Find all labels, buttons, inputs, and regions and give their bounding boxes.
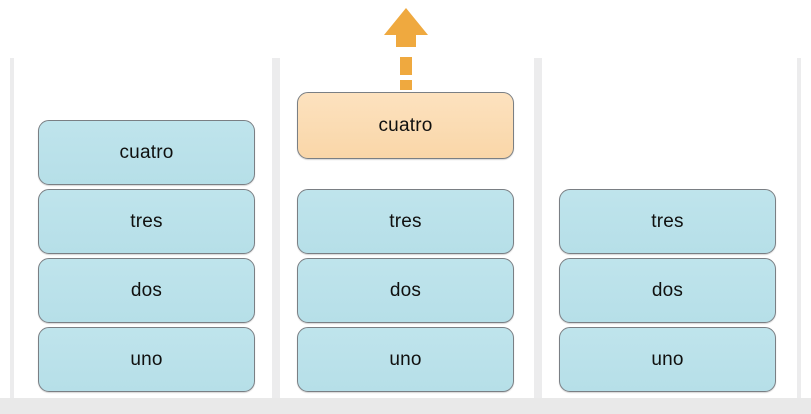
stack-item-tres-col1[interactable]: tres <box>38 189 255 254</box>
stack-item-uno-col1[interactable]: uno <box>38 327 255 392</box>
stack-item-dos-col2[interactable]: dos <box>297 258 514 323</box>
panel-1-left-border <box>10 58 14 398</box>
stack-item-dos-col1[interactable]: dos <box>38 258 255 323</box>
stack-item-tres-col3[interactable]: tres <box>559 189 776 254</box>
panel-3-right-border <box>797 58 801 398</box>
panel-1-right-border <box>272 58 276 398</box>
footer-strip <box>0 398 811 414</box>
panel-2-left-border <box>276 58 280 398</box>
panel-2-right-border <box>534 58 538 398</box>
pop-arrow-icon <box>384 8 428 90</box>
stack-item-uno-col3[interactable]: uno <box>559 327 776 392</box>
stack-item-dos-col3[interactable]: dos <box>559 258 776 323</box>
stack-item-cuatro-col1[interactable]: cuatro <box>38 120 255 185</box>
stack-item-uno-col2[interactable]: uno <box>297 327 514 392</box>
stack-item-tres-col2[interactable]: tres <box>297 189 514 254</box>
panel-3-left-border <box>538 58 542 398</box>
stack-item-cuatro-col2-popped[interactable]: cuatro <box>297 92 514 159</box>
